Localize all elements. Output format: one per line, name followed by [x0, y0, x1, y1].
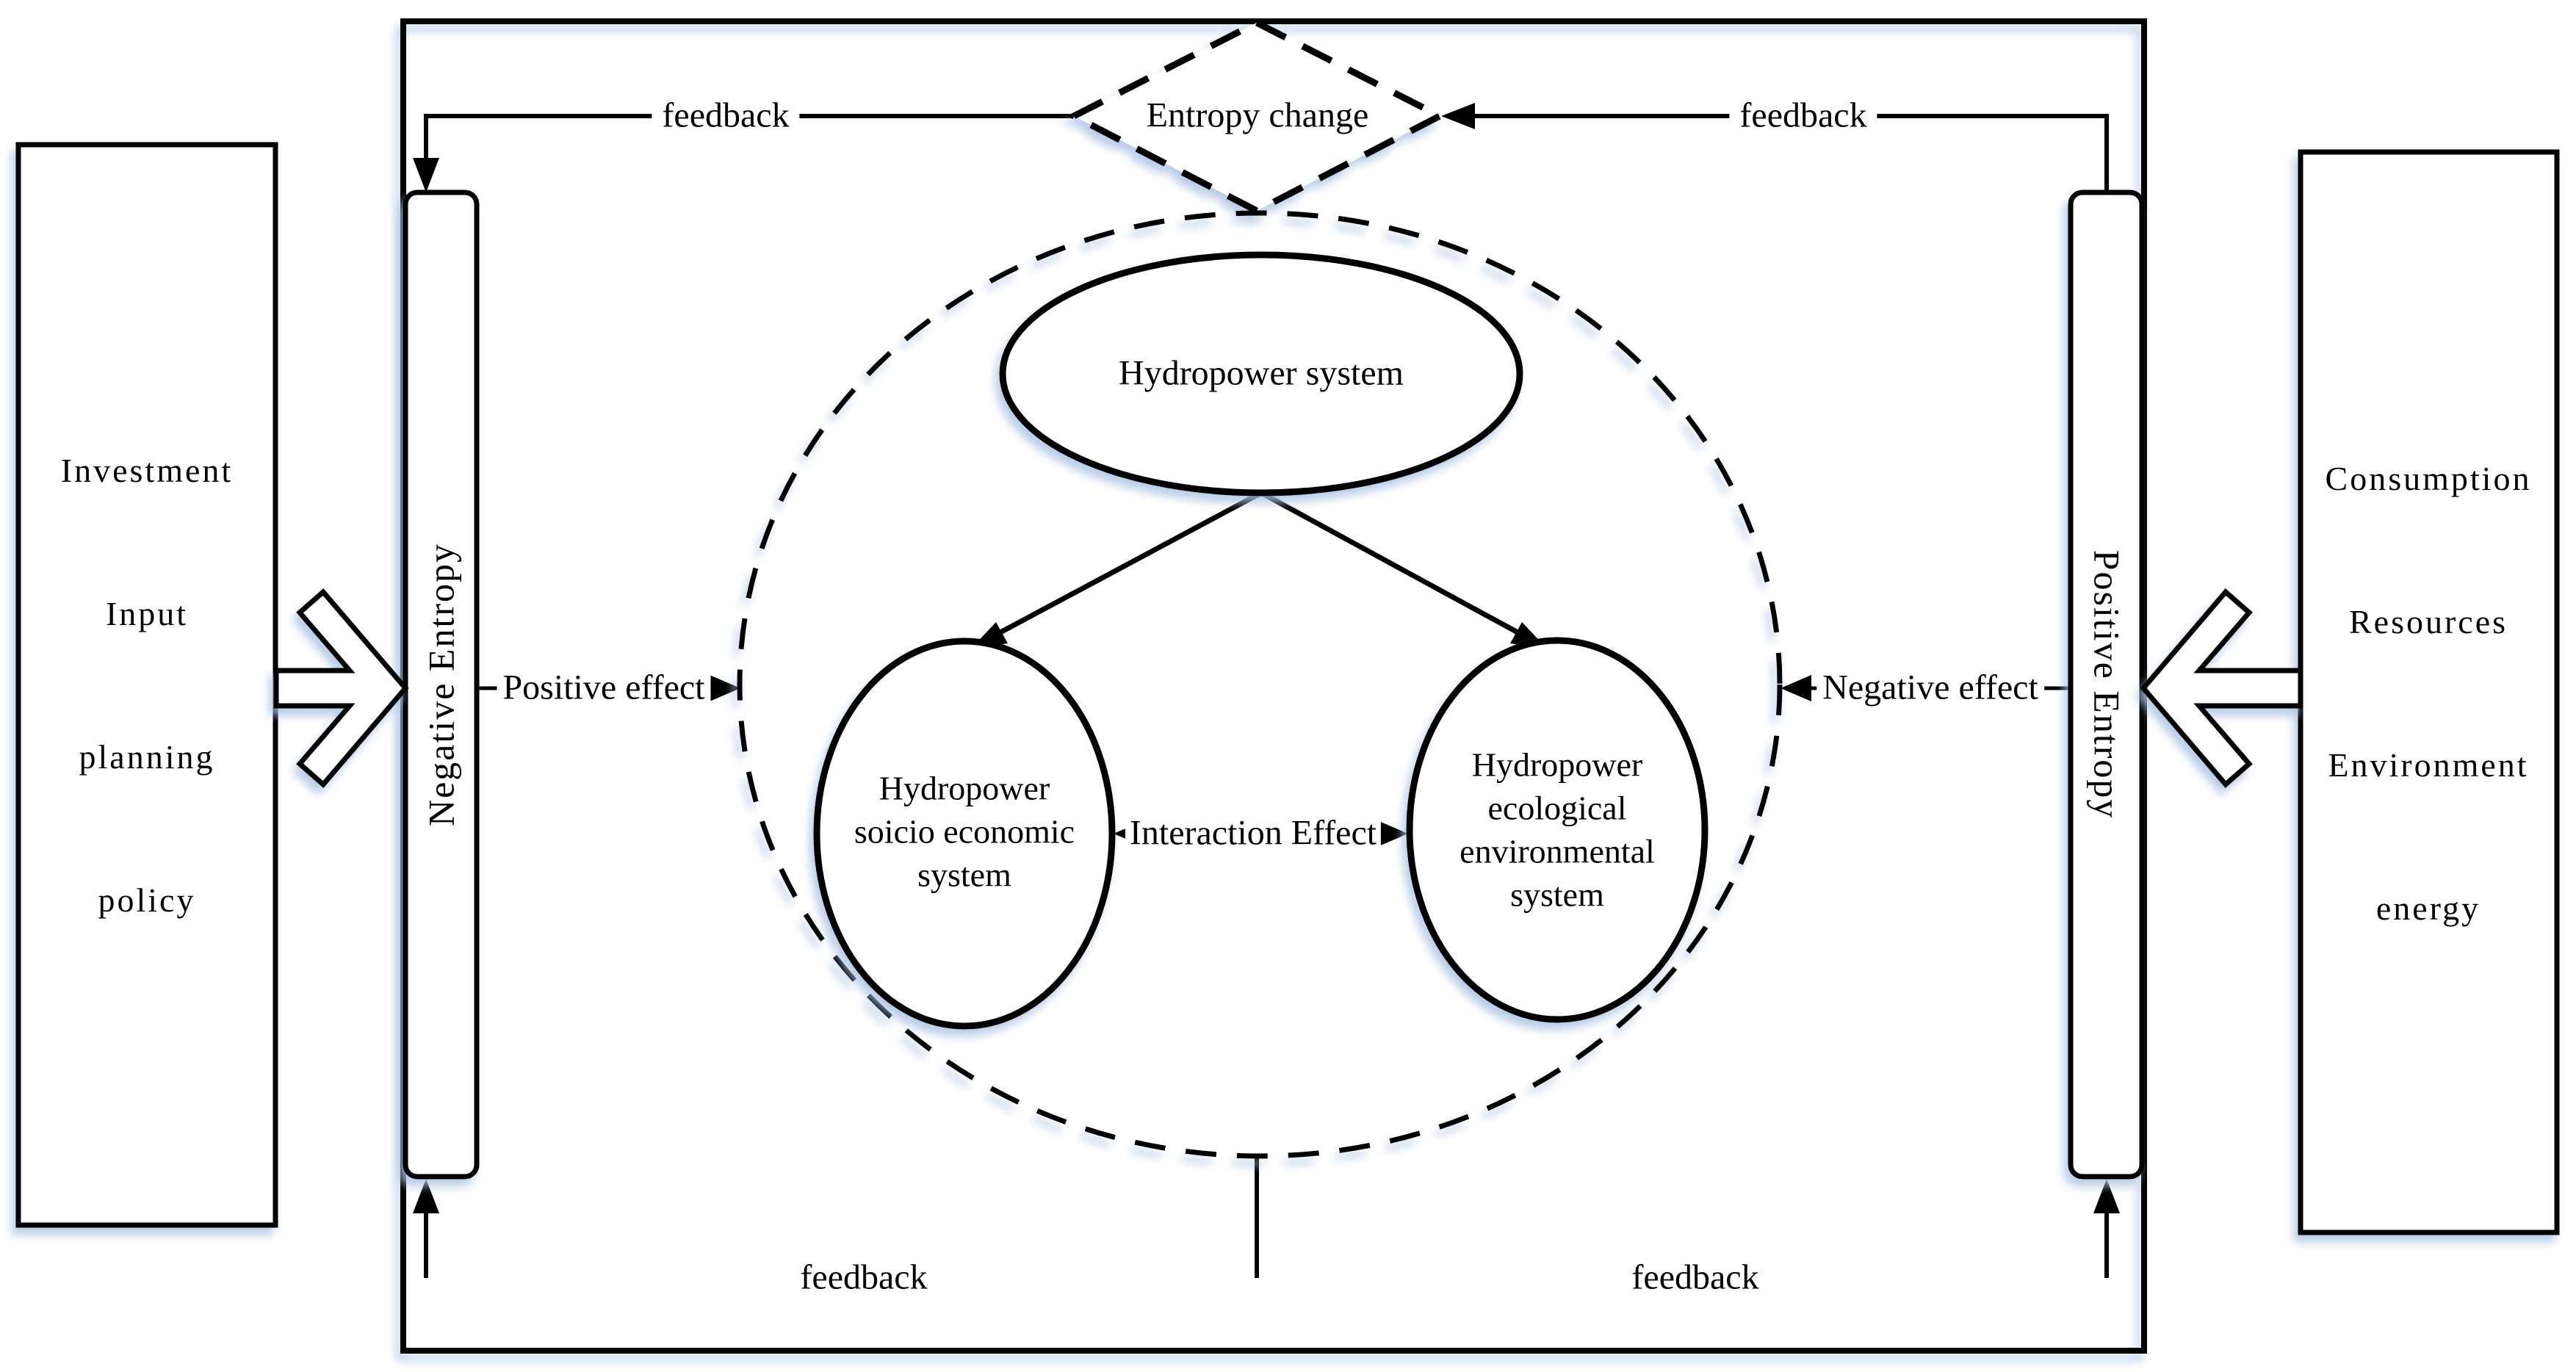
output-line-energy: energy: [2375, 889, 2481, 927]
hydropower-system-boundary-circle: [737, 210, 1783, 1159]
output-line-environment: Environment: [2328, 746, 2529, 784]
arrowhead-down-into-negative-entropy: [413, 158, 439, 192]
input-line-policy: policy: [98, 881, 196, 919]
eco-line-2: ecological: [1487, 789, 1627, 827]
arrowhead-left-into-circle: [1781, 675, 1811, 701]
feedback-label-top-right: feedback: [1729, 96, 1877, 136]
output-line-resources: Resources: [2348, 603, 2508, 640]
socio-economic-ellipse: [813, 638, 1116, 1030]
output-box: [2298, 149, 2560, 1235]
positive-entropy-bar: [2068, 189, 2145, 1180]
positive-effect-label: Positive effect: [497, 668, 711, 708]
negative-effect-label: Negative effect: [1816, 668, 2044, 708]
feedback-label-bottom-right: feedback: [1621, 1258, 1769, 1298]
socio-line-3: system: [917, 856, 1011, 894]
eco-line-3: environmental: [1460, 832, 1655, 870]
entropy-change-diamond: [1067, 18, 1447, 215]
eco-line-4: system: [1510, 875, 1604, 913]
arrowhead-left-into-diamond: [1441, 103, 1475, 129]
hydropower-system-ellipse: [999, 251, 1523, 497]
feedback-wire-top-left: [424, 114, 1074, 159]
arrowhead-up-into-negative-entropy: [413, 1179, 439, 1213]
branch-wire-right: [1260, 490, 1520, 636]
arrowhead-right-into-eco-ellipse: [1377, 820, 1408, 847]
input-line-investment: Investment: [60, 452, 234, 489]
input-line-input: Input: [105, 595, 189, 632]
socio-line-2: soicio economic: [854, 812, 1075, 851]
eco-line-1: Hydropower: [1471, 745, 1643, 784]
block-arrow-left-icon: [2140, 588, 2303, 788]
negative-entropy-label: Negative Entropy: [420, 542, 462, 827]
branch-wire-left: [997, 490, 1263, 636]
interaction-effect-label: Interaction Effect: [1125, 814, 1382, 853]
entropy-change-label: Entropy change: [1146, 95, 1369, 135]
output-line-consumption: Consumption: [2325, 460, 2532, 497]
feedback-label-top-left: feedback: [652, 96, 800, 136]
feedback-wire-top-right: [1475, 114, 2109, 192]
arrowhead-up-into-positive-entropy: [2093, 1179, 2120, 1213]
socio-line-1: Hydropower: [878, 769, 1050, 807]
output-box-text: Consumption Resources Environment energy: [2326, 407, 2532, 980]
arrowhead-right-into-circle: [710, 675, 740, 701]
block-arrow-right-icon: [273, 588, 409, 788]
input-box: [15, 142, 278, 1228]
ecological-environmental-label: Hydropower ecological environmental syst…: [1460, 743, 1655, 917]
input-box-text: Investment Input planning policy: [61, 399, 233, 972]
ecological-environmental-ellipse: [1406, 637, 1709, 1023]
socio-economic-label: Hydropower soicio economic system: [854, 768, 1075, 898]
positive-entropy-label: Positive Entropy: [2086, 549, 2128, 820]
feedback-label-bottom-left: feedback: [790, 1258, 938, 1298]
hydropower-system-label: Hydropower system: [1119, 353, 1404, 393]
input-line-planning: planning: [79, 738, 215, 776]
